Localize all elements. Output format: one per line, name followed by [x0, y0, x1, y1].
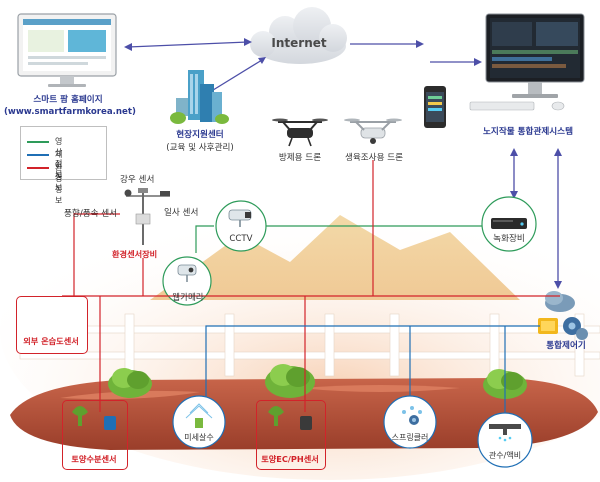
smartphone [424, 86, 446, 128]
webcam-icon [162, 256, 212, 306]
survey-drone-icon [344, 118, 402, 144]
controller-icon [538, 291, 588, 340]
legend-label-video: 영상정보 [55, 137, 63, 179]
controller-label: 통합제어기 [546, 341, 586, 351]
spray-drone-label: 방제용 드론 [278, 153, 322, 163]
support-center-building [170, 70, 229, 124]
lettuce-center [265, 364, 315, 398]
environment-lines [61, 160, 560, 412]
mist-label: 미세살수 [184, 433, 214, 442]
soil-ec-icon [268, 406, 312, 430]
soil-field [10, 378, 598, 450]
soil-ec-box [256, 400, 326, 470]
env-station-label: 환경센서장비 [112, 249, 158, 259]
sprinkler-label: 스프링클러 [391, 433, 429, 442]
irrigation-icon [477, 412, 533, 468]
sprinkler-icon [383, 395, 437, 449]
recorder-label: 녹화장비 [493, 234, 525, 244]
fence [19, 313, 600, 377]
legend-swatch-control [27, 154, 49, 156]
webcam-label: 웹카메라 [172, 293, 204, 303]
cctv-label: CCTV [229, 234, 253, 244]
internet-label: Internet [271, 36, 327, 50]
homepage-title: 스마트 팜 홈페이지 [33, 95, 103, 105]
soil-moisture-icon [72, 406, 116, 430]
control-lines [205, 325, 540, 414]
mountains [150, 215, 520, 300]
outdoor-sensor-box [16, 296, 88, 354]
legend-label-control: 제어정보 [55, 150, 63, 192]
video-lines [195, 225, 482, 253]
survey-drone-label: 생육조사용 드론 [344, 153, 404, 163]
soil-moisture-box [62, 400, 128, 470]
legend: 영상정보 제어정보 환경정보 [20, 126, 107, 205]
control-system-monitor [469, 13, 585, 111]
internet-cloud [250, 7, 347, 64]
outdoor-sensor-label: 외부 온습도센서 [23, 336, 79, 346]
legend-swatch-video [27, 141, 49, 143]
control-system-title: 노지작물 통합관제시스템 [483, 127, 573, 137]
legend-label-environment: 환경정보 [55, 163, 63, 205]
support-center-title: 현장지원센터 [176, 130, 224, 140]
spray-drone-icon [272, 118, 328, 147]
soil-ec-label: 토양EC/PH센서 [261, 454, 319, 464]
irrigation-label: 관수/액비 [488, 451, 522, 460]
network-arrows [124, 38, 562, 289]
homepage-url[interactable]: (www.smartfarmkorea.net) [4, 107, 136, 117]
wind-sensor-label: 풍향/풍속 센서 [64, 209, 118, 219]
solar-sensor-label: 일사 센서 [164, 208, 199, 218]
mist-sprayer-icon [172, 395, 226, 449]
soil-moisture-label: 토양수분센서 [71, 454, 117, 464]
lettuce-left [108, 368, 152, 398]
support-center-subtitle: (교육 및 사후관리) [166, 143, 234, 153]
homepage-monitor [17, 13, 117, 87]
rain-sensor-label: 강우 센서 [120, 175, 155, 185]
recorder-icon [481, 196, 537, 252]
weather-station [124, 188, 170, 245]
legend-swatch-environment [27, 167, 49, 169]
